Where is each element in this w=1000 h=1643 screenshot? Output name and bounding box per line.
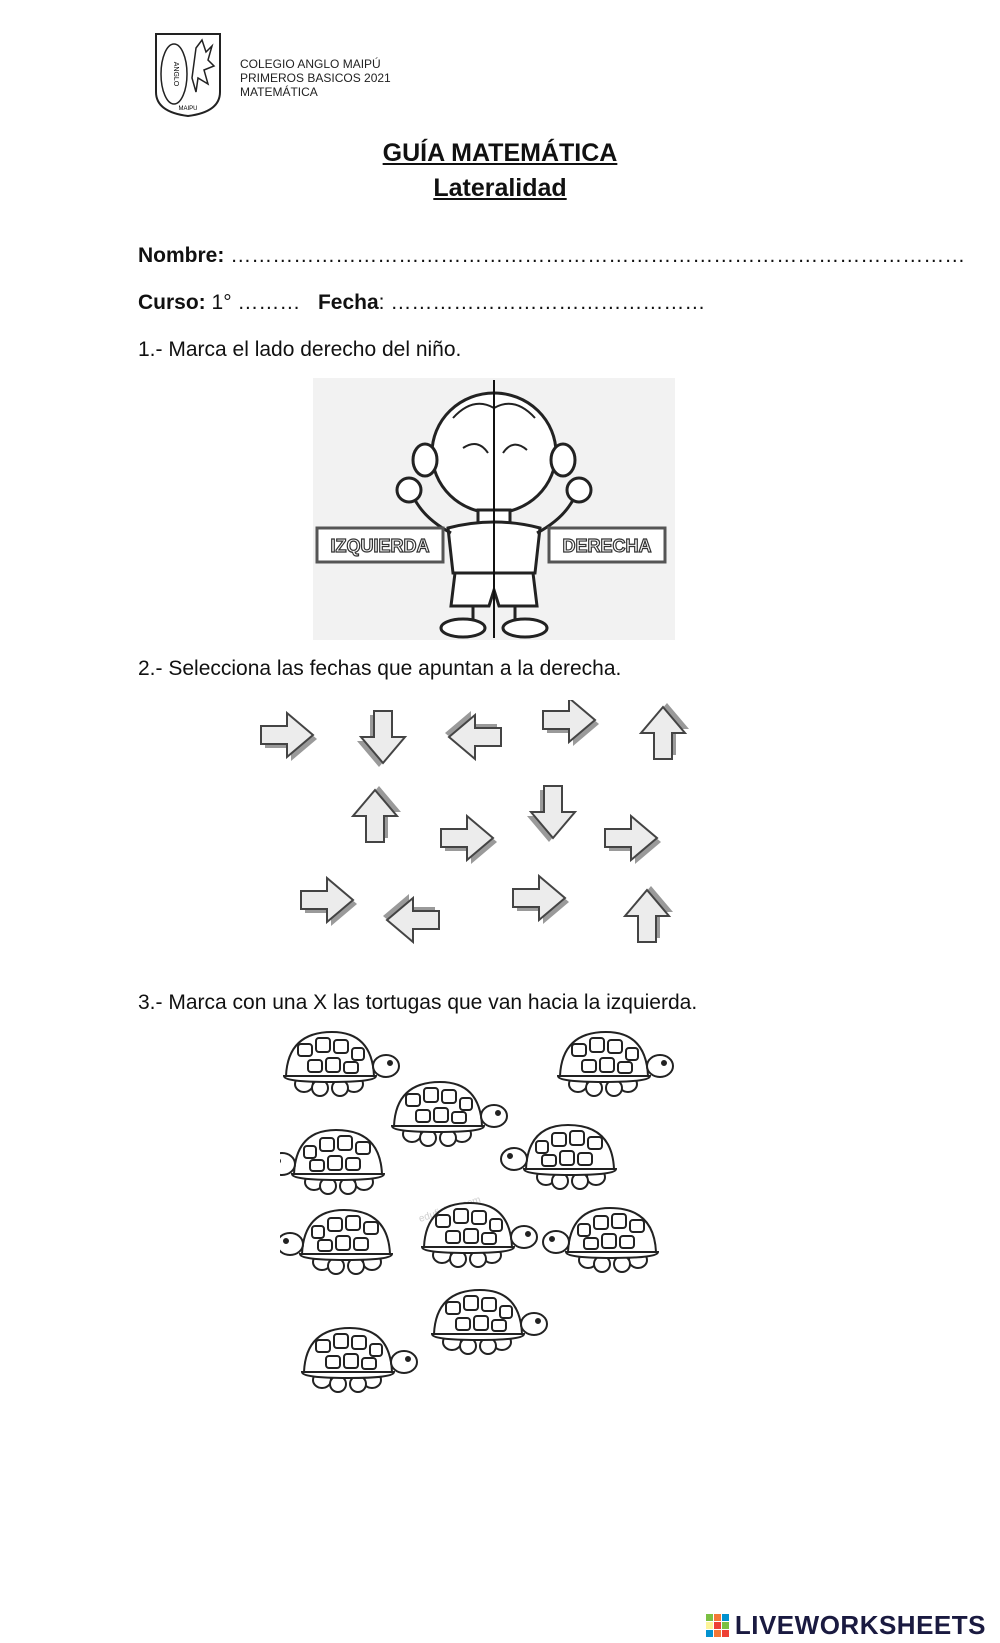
arrow-right-1[interactable] xyxy=(260,710,317,761)
arrow-up-13[interactable] xyxy=(622,886,673,943)
question-2: 2.- Selecciona las fechas que apuntan a … xyxy=(138,657,622,680)
turtles-area: edufichas.com xyxy=(280,1030,674,1393)
logo-lettering: ANGLO xyxy=(172,62,179,87)
turtle-right-10[interactable] xyxy=(300,1326,418,1393)
arrow-left-3[interactable] xyxy=(445,711,502,762)
arrow-down-2[interactable] xyxy=(357,710,408,767)
school-grade-year: PRIMEROS BASICOS 2021 xyxy=(240,71,391,85)
turtle-right-9[interactable] xyxy=(430,1288,548,1355)
logo-bottom-lettering: MAIPU xyxy=(178,106,197,112)
arrow-right-4[interactable] xyxy=(542,700,599,746)
turtle-right-2[interactable] xyxy=(556,1030,674,1097)
question-3: 3.- Marca con una X las tortugas que van… xyxy=(138,991,698,1014)
curso-fecha-row: Curso: 1° ……… Fecha: ……………………………………… xyxy=(138,291,705,315)
arrow-up-6[interactable] xyxy=(350,786,401,843)
fecha-value[interactable]: : ……………………………………… xyxy=(378,291,706,314)
derecha-label: DERECHA xyxy=(562,536,651,556)
turtle-left-4[interactable] xyxy=(280,1128,386,1195)
curso-value[interactable]: 1° ……… xyxy=(211,291,301,314)
school-name: COLEGIO ANGLO MAIPÚ xyxy=(240,57,381,71)
curso-label: Curso: xyxy=(138,291,206,314)
arrow-down-8[interactable] xyxy=(527,785,578,842)
liveworksheets-footer[interactable]: LIVEWORKSHEETS xyxy=(705,1610,986,1641)
arrow-right-9[interactable] xyxy=(604,813,661,864)
arrow-left-11[interactable] xyxy=(383,894,440,945)
turtle-left-5[interactable] xyxy=(500,1123,618,1190)
school-subject: MATEMÁTICA xyxy=(240,85,318,99)
arrow-right-12[interactable] xyxy=(512,873,569,924)
school-crest-logo: ANGLO MAIPU xyxy=(155,33,221,118)
page-subtitle: Lateralidad xyxy=(433,174,567,202)
izquierda-label: IZQUIERDA xyxy=(331,536,430,556)
nombre-field[interactable]: Nombre: ……………………………………………………………………………………… xyxy=(138,244,965,268)
arrow-right-10[interactable] xyxy=(300,875,357,926)
school-info: COLEGIO ANGLO MAIPÚ PRIMEROS BASICOS 202… xyxy=(240,57,391,99)
turtle-left-8[interactable] xyxy=(542,1206,660,1273)
question-1: 1.- Marca el lado derecho del niño. xyxy=(138,338,462,361)
turtle-left-6[interactable] xyxy=(280,1208,394,1275)
boy-illustration[interactable]: IZQUIERDA DERECHA xyxy=(313,378,675,640)
turtle-right-1[interactable] xyxy=(282,1030,400,1097)
arrows-area xyxy=(260,700,689,945)
turtle-right-7[interactable] xyxy=(420,1201,538,1268)
fecha-label: Fecha xyxy=(317,291,379,314)
arrow-right-7[interactable] xyxy=(440,813,497,864)
page-title: GUÍA MATEMÁTICA xyxy=(382,139,618,167)
nombre-dots: …………………………………………………………………………………………… xyxy=(230,244,966,267)
liveworksheets-brand: LIVEWORKSHEETS xyxy=(734,1610,986,1640)
liveworksheets-logo-icon xyxy=(705,1614,729,1637)
arrow-up-5[interactable] xyxy=(638,703,689,760)
turtle-right-3[interactable] xyxy=(390,1080,508,1147)
nombre-label: Nombre: xyxy=(138,244,225,267)
